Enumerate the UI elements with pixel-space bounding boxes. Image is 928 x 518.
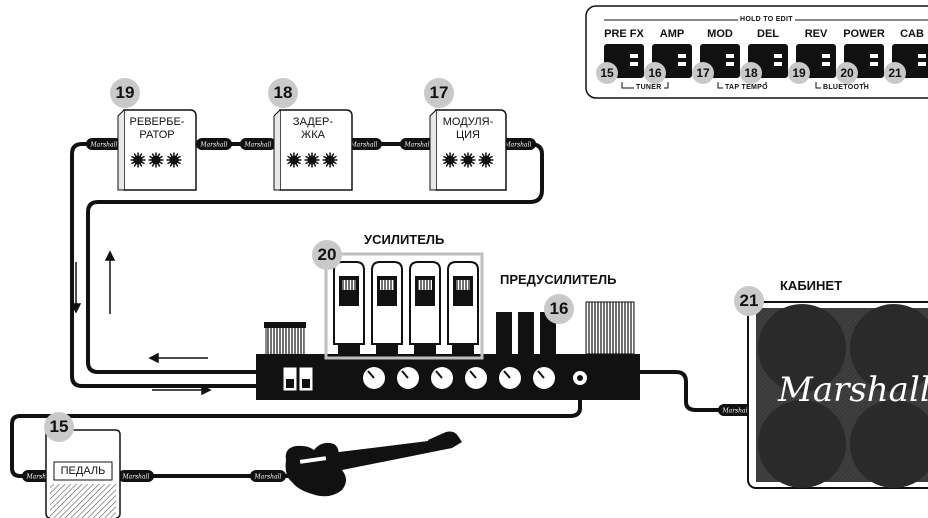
footswitch-buttons [604, 44, 928, 78]
amp-knob [431, 367, 453, 389]
effect-label-line: РЕВЕРБЕ- [129, 116, 185, 128]
amp-knob [397, 367, 419, 389]
power-tube [371, 261, 403, 356]
amp-highlight-box [324, 252, 484, 360]
cable-brand-text: Marshall [404, 142, 432, 149]
amp-badge: 20 [312, 240, 342, 270]
cabinet-badge: 21 [734, 286, 764, 316]
effect-pedal-reverb [117, 109, 197, 191]
cable-brand-text: Marshall [90, 142, 118, 149]
amp-knob [465, 367, 487, 389]
footswitch-label: MOD [707, 28, 733, 40]
speaker [850, 400, 928, 488]
pedal-knob [148, 152, 164, 168]
cable-plugs: Marshall Marshall Marshall Marshall Mars… [22, 138, 754, 482]
pedal-knob [460, 152, 476, 168]
footswitch-badge: 19 [788, 62, 810, 84]
footswitch-badge: 17 [692, 62, 714, 84]
footswitch-badge: 15 [596, 62, 618, 84]
pedal-badge: 15 [44, 412, 74, 442]
bluetooth-group-label: BLUETOOTH [821, 84, 872, 91]
footswitch-label: CAB [900, 28, 924, 40]
footswitch-badge: 16 [644, 62, 666, 84]
effect-label-line: РАТОР [139, 129, 175, 141]
cable-brand-text: Marshall [122, 474, 150, 481]
effect-label-line: ЖКА [301, 129, 325, 141]
speaker [758, 400, 846, 488]
effect-label-line: ЦИЯ [456, 129, 480, 141]
effect-pedal-modulation [429, 109, 507, 191]
effect-label-modulation: МОДУЛЯ- ЦИЯ [436, 116, 500, 142]
amp-title: УСИЛИТЕЛЬ [364, 232, 445, 247]
pedal-knob [130, 152, 146, 168]
foot-pedal [45, 429, 121, 518]
footswitch-label: AMP [659, 28, 685, 40]
transformer-right [585, 301, 635, 355]
effect-label-line: МОДУЛЯ- [442, 116, 494, 128]
cable-amp-to-pedal [10, 384, 582, 478]
hold-to-edit-label: HOLD TO EDIT [738, 16, 795, 23]
tap-tempo-group-label: TAP TEMPO [723, 84, 770, 91]
footswitch-badge: 20 [836, 62, 858, 84]
effect-badge-modulation: 17 [424, 78, 454, 108]
speaker [850, 304, 928, 392]
footswitch-badge: 18 [740, 62, 762, 84]
amp-knob [499, 367, 521, 389]
cable-effects-loop [86, 142, 544, 374]
transformer-left [264, 322, 306, 357]
pedal-knob [478, 152, 494, 168]
pedal-knob [442, 152, 458, 168]
signal-arrows [70, 250, 212, 396]
switches [283, 367, 313, 391]
cable-brand-text: Marshall [722, 408, 750, 415]
effect-label-line: ЗАДЕР- [292, 116, 334, 128]
footswitch-label: DEL [757, 28, 779, 40]
power-tube [447, 261, 479, 356]
cabinet-logo: Marshall [778, 370, 928, 410]
pedal-knob [304, 152, 320, 168]
cable-brand-text: Marshall [26, 474, 54, 481]
cable-brand-text: Marshall [254, 474, 282, 481]
effect-label-reverb: РЕВЕРБЕ- РАТОР [124, 116, 190, 142]
effect-badge-delay: 18 [268, 78, 298, 108]
preamp-badge: 16 [544, 294, 574, 324]
pedal-knob [322, 152, 338, 168]
footswitch-badge: 21 [884, 62, 906, 84]
cable-brand-text: Marshall [244, 142, 272, 149]
cable-reverb-out [70, 142, 258, 388]
preamp-title: ПРЕДУСИЛИТЕЛЬ [500, 272, 617, 287]
amp-knobs [363, 367, 555, 389]
pedal-label: ПЕДАЛЬ [60, 465, 106, 477]
cabinet [747, 301, 928, 489]
pedal-knob [166, 152, 182, 168]
effect-pedal-delay [273, 109, 353, 191]
speaker [758, 304, 846, 392]
tuner-group-label: TUNER [634, 84, 664, 91]
pedal-knob [286, 152, 302, 168]
amp-knob [533, 367, 555, 389]
cable-brand-text: Marshall [504, 142, 532, 149]
power-tube [333, 261, 365, 356]
cable-brand-text: Marshall [350, 142, 378, 149]
effect-badge-reverb: 19 [110, 78, 140, 108]
footswitch-label: POWER [843, 28, 885, 40]
cabinet-title: КАБИНЕТ [780, 278, 843, 293]
guitar [285, 431, 462, 497]
power-tubes [333, 261, 479, 356]
effect-label-delay: ЗАДЕР- ЖКА [280, 116, 346, 142]
footswitch-label: REV [804, 28, 828, 40]
cable-amp-to-cab [638, 370, 754, 412]
footswitch-label: PRE FX [604, 28, 644, 40]
input-jack [573, 371, 587, 385]
cable-brand-text: Marshall [200, 142, 228, 149]
power-tube [409, 261, 441, 356]
amp-knob [363, 367, 385, 389]
